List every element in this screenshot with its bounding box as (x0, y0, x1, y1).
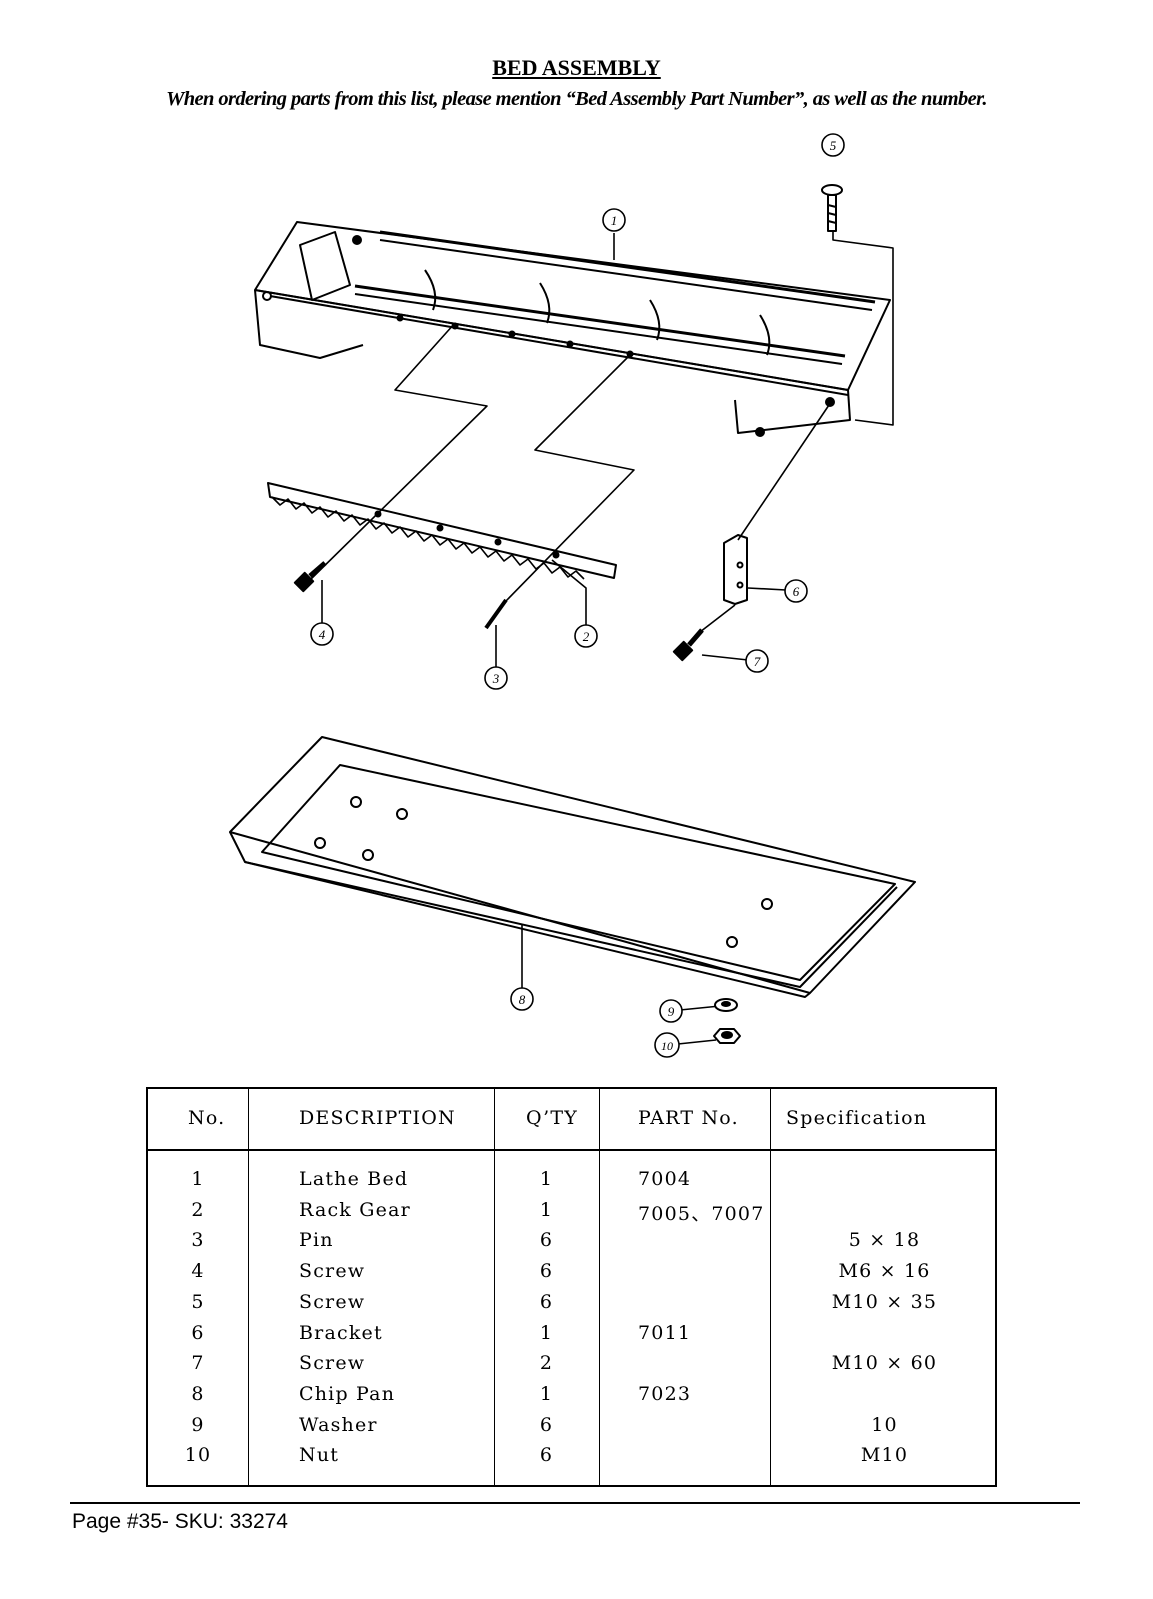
cell-no: 4 (191, 1260, 205, 1283)
callout-6: 6 (784, 579, 808, 603)
cell-description: Nut (299, 1444, 340, 1467)
cell-description: Bracket (299, 1321, 383, 1344)
header-qty: Q’TY (526, 1107, 578, 1129)
cell-part-no: 7023 (638, 1382, 692, 1405)
svg-text:9: 9 (668, 1004, 675, 1019)
column-divider (248, 1089, 249, 1485)
cell-specification: M10 × 60 (831, 1352, 938, 1375)
column-divider (494, 1089, 495, 1485)
cell-qty: 1 (539, 1168, 554, 1190)
cell-description: Screw (299, 1290, 366, 1313)
column-divider (770, 1089, 771, 1485)
cell-qty: 6 (539, 1413, 554, 1436)
cell-description: Lathe Bed (299, 1168, 409, 1190)
callout-5: 5 (821, 133, 845, 157)
cell-no: 1 (191, 1168, 205, 1190)
bracket-6-illustration (723, 534, 748, 605)
callout-4: 4 (310, 622, 334, 646)
cell-specification: M6 × 16 (838, 1260, 931, 1283)
cell-specification: M10 (860, 1444, 909, 1467)
screw-5-illustration (821, 184, 843, 232)
cell-specification: 5 × 18 (848, 1229, 921, 1252)
cell-description: Rack Gear (299, 1198, 411, 1221)
cell-part-no: 7011 (638, 1321, 692, 1344)
header-divider (148, 1149, 995, 1151)
cell-description: Washer (299, 1413, 378, 1436)
header-part-no: PART No. (638, 1107, 739, 1129)
washer-9-illustration (714, 998, 738, 1012)
footer-rule (70, 1502, 1080, 1504)
leader-lines (309, 232, 894, 1045)
callout-2: 2 (574, 624, 598, 648)
cell-no: 8 (191, 1382, 205, 1405)
cell-part-no: 7004 (638, 1168, 692, 1190)
cell-no: 5 (191, 1290, 205, 1313)
svg-text:1: 1 (611, 213, 618, 228)
exploded-diagram: 1 2 3 4 5 6 7 8 9 10 (229, 133, 916, 1058)
ordering-instruction: When ordering parts from this list, plea… (166, 88, 987, 110)
chip-pan-illustration (229, 736, 916, 998)
cell-qty: 1 (539, 1382, 554, 1405)
cell-specification: 10 (871, 1413, 898, 1436)
header-description: DESCRIPTION (299, 1107, 456, 1129)
svg-text:3: 3 (492, 671, 500, 686)
pin-3-illustration (484, 598, 508, 630)
cell-no: 6 (191, 1321, 205, 1344)
parts-table: No. DESCRIPTION Q’TY PART No. Specificat… (146, 1087, 997, 1487)
callout-3: 3 (484, 666, 508, 690)
callout-9: 9 (659, 999, 683, 1023)
cell-no: 2 (191, 1198, 205, 1221)
svg-text:4: 4 (319, 627, 326, 642)
cell-part-no: 7005、7007 (638, 1202, 765, 1225)
callout-10: 10 (654, 1032, 680, 1058)
cell-description: Screw (299, 1260, 366, 1283)
column-divider (599, 1089, 600, 1485)
cell-qty: 6 (539, 1229, 554, 1252)
cell-qty: 6 (539, 1260, 554, 1283)
svg-text:2: 2 (583, 629, 590, 644)
screw-4-illustration (293, 561, 327, 593)
nut-10-illustration (713, 1028, 741, 1044)
page-title: BED ASSEMBLY (492, 55, 661, 80)
cell-description: Pin (299, 1229, 334, 1252)
header-no: No. (188, 1107, 226, 1129)
svg-text:5: 5 (830, 138, 837, 153)
cell-qty: 1 (539, 1198, 554, 1221)
svg-text:8: 8 (519, 992, 526, 1007)
svg-text:10: 10 (661, 1039, 673, 1053)
cell-no: 3 (191, 1229, 205, 1252)
header-specification: Specification (786, 1107, 928, 1129)
cell-qty: 6 (539, 1444, 554, 1467)
callout-8: 8 (510, 987, 534, 1011)
screw-7-illustration (672, 628, 704, 662)
cell-no: 10 (184, 1444, 212, 1467)
page-footer: Page #35- SKU: 33274 (72, 1510, 288, 1533)
svg-text:7: 7 (754, 654, 761, 669)
cell-qty: 6 (539, 1290, 554, 1313)
lathe-bed-illustration (254, 221, 891, 437)
svg-text:6: 6 (793, 584, 800, 599)
cell-no: 9 (191, 1413, 205, 1436)
cell-qty: 2 (539, 1352, 554, 1375)
callout-7: 7 (745, 649, 769, 673)
cell-description: Screw (299, 1352, 366, 1375)
cell-specification: M10 × 35 (831, 1290, 938, 1313)
cell-description: Chip Pan (299, 1382, 396, 1405)
cell-no: 7 (191, 1352, 205, 1375)
cell-qty: 1 (539, 1321, 554, 1344)
callout-1: 1 (602, 208, 626, 232)
